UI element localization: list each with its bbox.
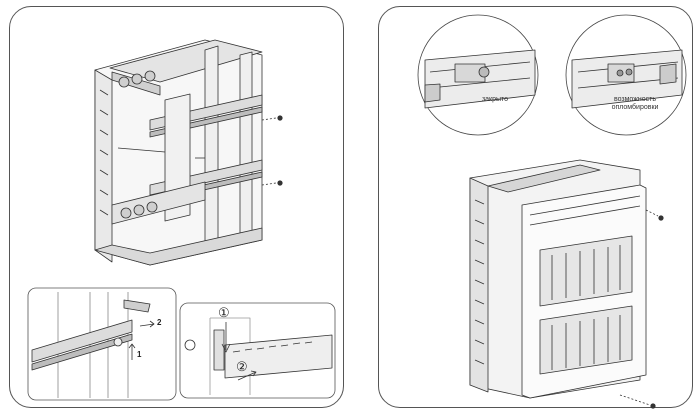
enclosure-frame-left bbox=[94, 39, 283, 266]
inset2-step-2: ② bbox=[236, 359, 248, 374]
inset1-step-1: 1 bbox=[137, 350, 142, 359]
label-sealing-line1: возможность bbox=[613, 96, 657, 103]
inset-terminal-clip bbox=[179, 302, 336, 399]
inset2-step-1: ① bbox=[218, 305, 230, 320]
detail-closed-circle bbox=[417, 14, 539, 136]
inset1-step-2: 2 bbox=[157, 318, 162, 327]
detail-sealing-circle bbox=[565, 14, 687, 136]
label-closed: закрыто bbox=[481, 96, 509, 103]
label-sealing-line2: опломбировки bbox=[611, 104, 659, 111]
label-sealing: возможность опломбировки bbox=[600, 96, 670, 112]
enclosure-with-cover bbox=[469, 159, 664, 409]
inset-rail-insertion bbox=[27, 287, 177, 401]
